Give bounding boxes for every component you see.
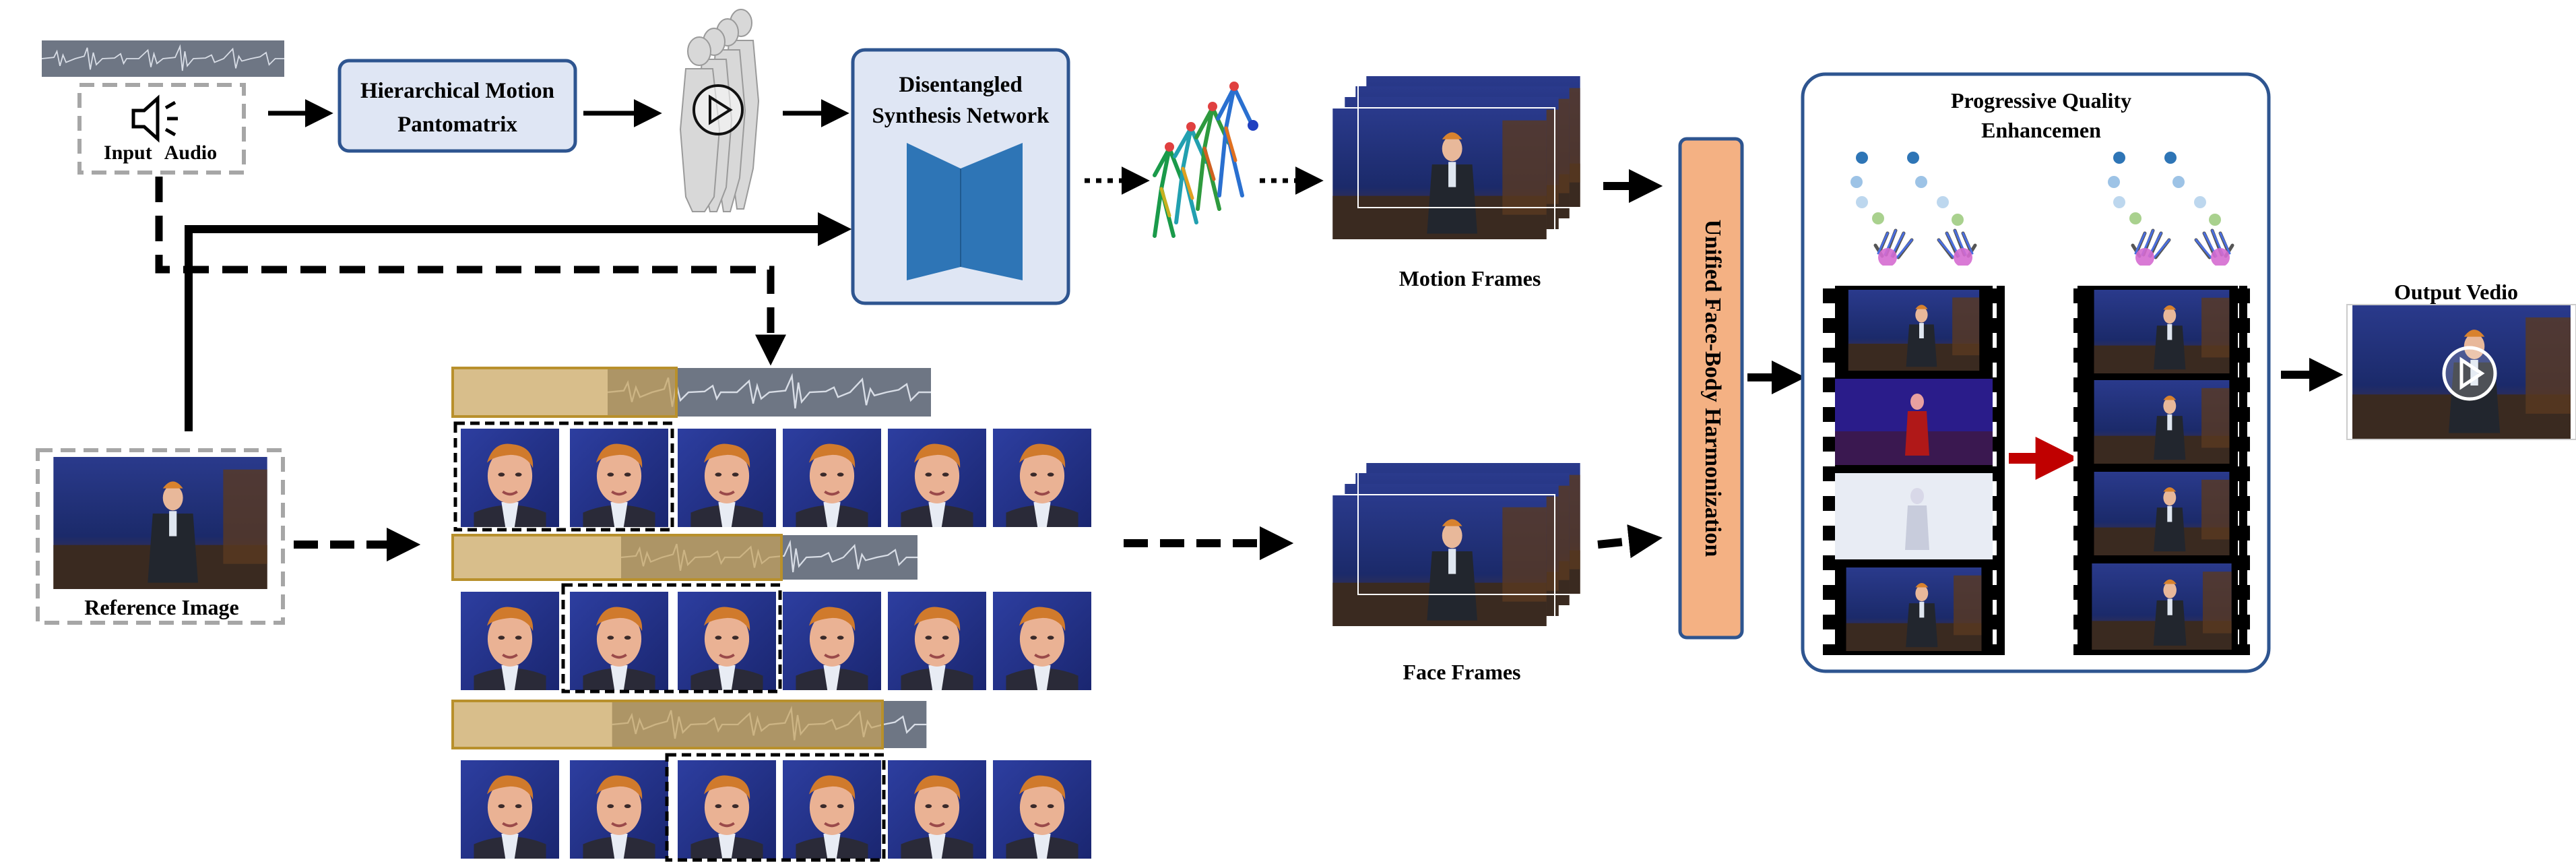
waveform-row-2 — [451, 534, 917, 581]
input-audio-box — [77, 83, 246, 175]
synthesis-network-box — [851, 48, 1070, 305]
output-video-frame — [2346, 304, 2576, 440]
keypoint-hands-after — [2108, 152, 2232, 267]
output-play-icon[interactable] — [2442, 346, 2497, 401]
harmonization-box — [1678, 137, 1744, 640]
face-window-2 — [561, 583, 782, 694]
motion-module-label-line1: Hierarchical Motion — [360, 79, 554, 103]
face-row-2 — [461, 592, 1091, 690]
dashed-arrow-face-frames-to-harmonization — [1597, 524, 1663, 559]
synthesis-label-line2: Synthesis Network — [872, 104, 1050, 128]
reference-image-box — [36, 448, 285, 625]
harmonization-label: Unified Face-Body Harmonization — [1700, 220, 1725, 557]
film-strip-after — [2073, 286, 2250, 655]
unet-shape-right — [961, 143, 1023, 280]
play-icon — [693, 84, 744, 135]
face-window-1 — [453, 421, 674, 532]
face-row-1 — [461, 429, 1091, 527]
face-window-3 — [665, 753, 886, 862]
input-audio-waveform — [40, 40, 286, 77]
dashed-route-audio-to-waveforms — [155, 177, 787, 366]
synthesis-label-line1: Disentangled — [899, 73, 1022, 97]
enhancement-label-line2: Enhancemen — [1981, 118, 2101, 142]
waveform-row-1 — [451, 367, 931, 418]
enhancement-label-line1: Progressive Quality — [1951, 88, 2131, 113]
keypoint-hands-before — [1850, 152, 1975, 267]
face-frames-stack — [1324, 462, 1589, 627]
unet-shape-left — [907, 143, 961, 280]
motion-module-label-line2: Pantomatrix — [397, 113, 517, 137]
speaker-icon — [131, 94, 178, 143]
arrow-reference-to-synthesis — [185, 212, 852, 431]
film-strip-before — [1823, 286, 2005, 655]
waveform-row-3 — [451, 700, 926, 749]
motion-body-figures — [679, 9, 760, 212]
output-label: Output Vedio — [2394, 280, 2518, 304]
face-frames-label: Face Frames — [1403, 660, 1520, 684]
reference-image-label: Reference Image — [84, 595, 239, 619]
motion-frames-stack — [1324, 75, 1589, 241]
face-row-3 — [461, 760, 1091, 859]
motion-module-box — [337, 59, 577, 153]
skeleton-sequence — [1153, 82, 1258, 238]
motion-frames-label: Motion Frames — [1399, 266, 1541, 290]
